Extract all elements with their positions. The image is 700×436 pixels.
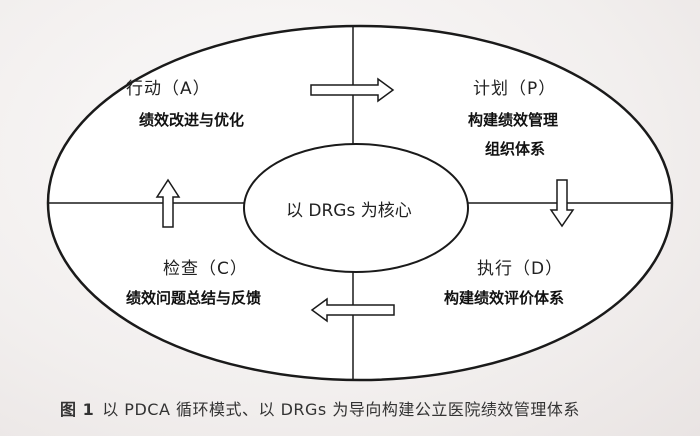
plan-detail-line1: 构建绩效管理	[468, 111, 559, 129]
arrow-down-icon	[549, 179, 575, 228]
check-title: 检查（C）	[163, 259, 248, 279]
figure-caption: 图 1 以 PDCA 循环模式、以 DRGs 为导向构建公立医院绩效管理体系	[60, 396, 580, 420]
plan-title: 计划（P）	[473, 79, 557, 99]
do-title: 执行（D）	[477, 259, 564, 279]
arrow-up-icon	[155, 178, 181, 228]
arrow-left-icon	[310, 297, 395, 323]
act-detail: 绩效改进与优化	[139, 111, 245, 129]
figure-caption-text: 以 PDCA 循环模式、以 DRGs 为导向构建公立医院绩效管理体系	[102, 400, 580, 419]
center-label: 以 DRGs 为核心	[286, 201, 412, 221]
act-title: 行动（A）	[126, 79, 211, 99]
check-detail: 绩效问题总结与反馈	[126, 289, 262, 307]
do-detail: 构建绩效评价体系	[444, 289, 565, 307]
figure-caption-prefix: 图 1	[60, 400, 95, 419]
center-ellipse	[243, 143, 469, 273]
arrow-right-icon	[310, 77, 395, 103]
plan-detail-line2: 组织体系	[485, 140, 546, 158]
